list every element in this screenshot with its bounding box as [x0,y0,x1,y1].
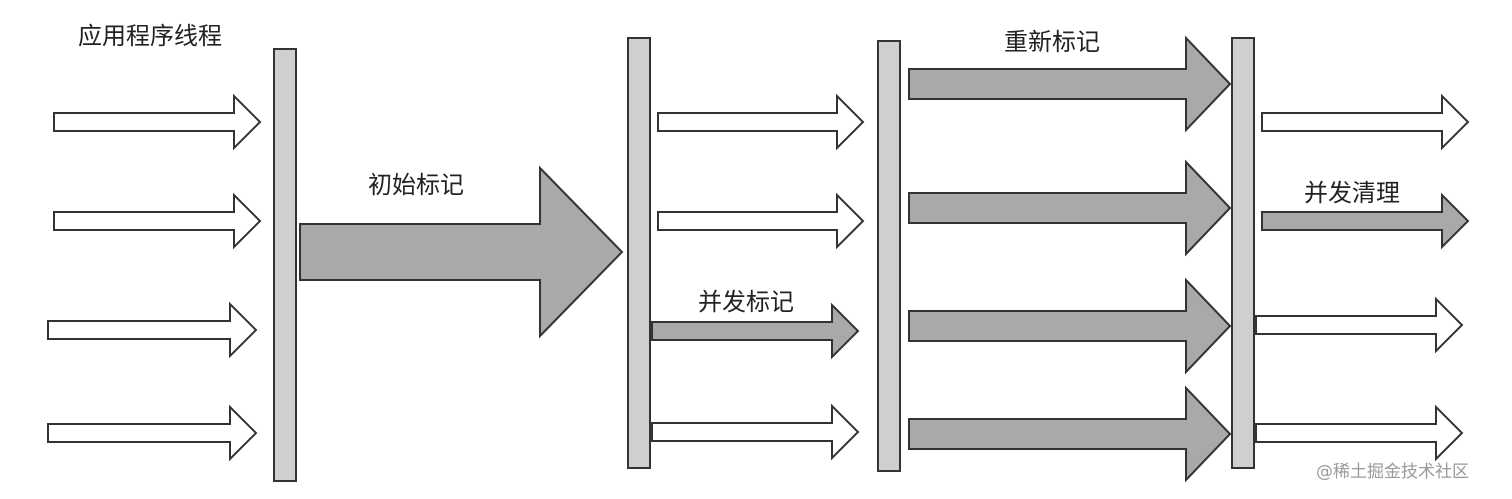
safepoint-barrier-1 [273,48,297,482]
app-thread-arrow-4 [47,404,258,462]
concurrent-mark-label: 并发标记 [698,288,794,316]
app-thread-arrow-5 [657,93,865,151]
app-thread-arrow-6 [657,192,865,250]
app-thread-arrow-3 [47,301,258,359]
watermark: @稀土掘金技术社区 [1316,462,1469,482]
safepoint-barrier-2 [627,37,651,469]
app-threads-label: 应用程序线程 [78,22,222,50]
concurrent-sweep-arrow [1261,192,1470,250]
app-thread-arrow-9 [1255,296,1464,354]
safepoint-barrier-3 [877,40,901,472]
app-thread-arrow-1 [53,93,262,151]
concurrent-mark-arrow [651,302,860,360]
remark-label: 重新标记 [1004,28,1100,56]
concurrent-sweep-label: 并发清理 [1304,179,1400,207]
app-thread-arrow-8 [1261,93,1470,151]
app-thread-arrow-7 [651,403,860,461]
app-thread-arrow-2 [53,192,262,250]
arrows-group [47,35,1470,483]
safepoint-barrier-4 [1231,37,1255,469]
app-thread-arrow-10 [1255,404,1464,462]
remark-arrow-1 [908,35,1232,133]
remark-arrow-3 [908,277,1232,375]
initial-mark-arrow [299,165,624,339]
initial-mark-label: 初始标记 [368,171,464,199]
remark-arrow-4 [908,385,1232,483]
remark-arrow-2 [908,159,1232,257]
